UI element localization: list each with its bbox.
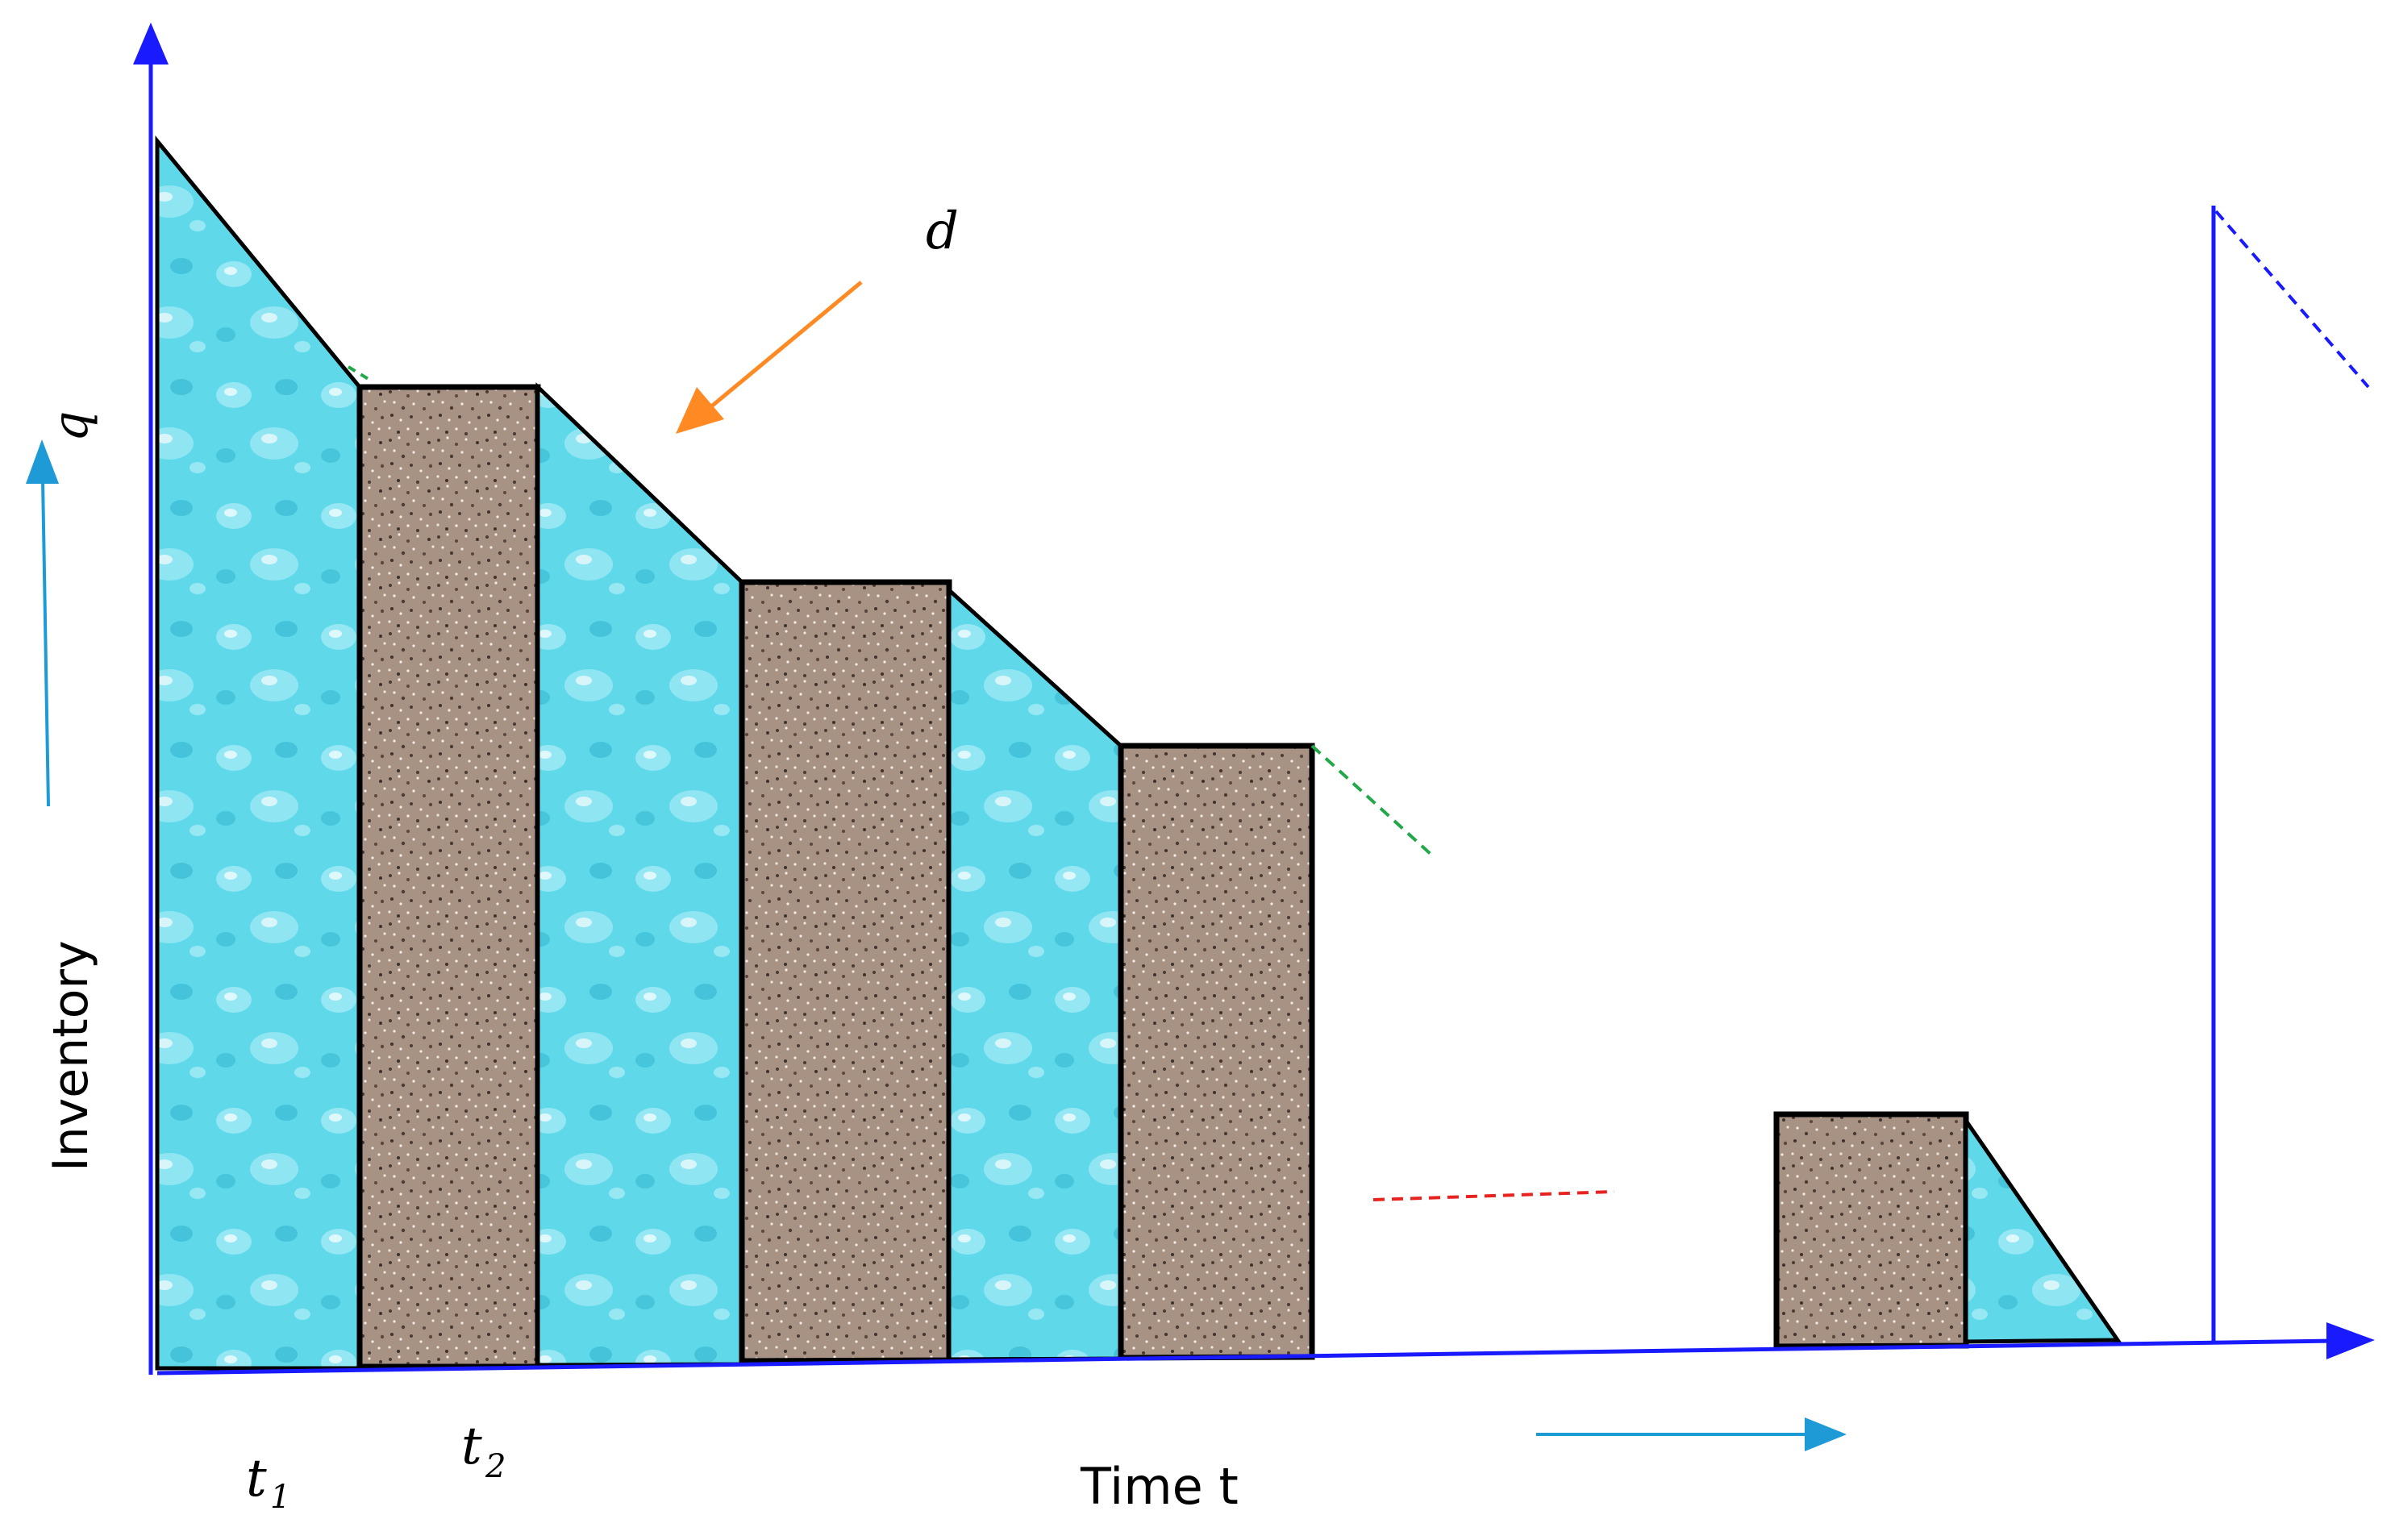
water-region-last	[1964, 1113, 2122, 1344]
t2-label: t 2	[461, 1417, 506, 1485]
svg-text:t: t	[461, 1417, 482, 1476]
red-dashed-line	[1372, 1190, 1615, 1201]
water-region-2	[535, 382, 744, 1367]
t1-label: t 1	[246, 1449, 290, 1516]
sediment-block-1	[356, 384, 541, 1370]
water-region-3	[947, 585, 1123, 1362]
sediment-block-last	[1773, 1111, 1969, 1350]
up-arrow-head	[26, 439, 59, 484]
right-arrow-head	[1805, 1417, 1847, 1451]
green-dashed-line	[1310, 744, 1433, 856]
y-axis-arrowhead	[133, 23, 169, 65]
sediment-block-2	[739, 579, 952, 1364]
green-dashed-line-top	[347, 365, 373, 382]
sediment-block-3	[1118, 743, 1315, 1361]
d-arrow-head	[676, 387, 724, 434]
x-axis-label: Time t	[1080, 1457, 1239, 1516]
x-axis	[156, 1338, 2335, 1376]
y-axis-label: Inventory	[43, 940, 99, 1172]
d-label: d	[926, 202, 959, 261]
blue-dashed-line	[2214, 210, 2370, 389]
svg-text:t: t	[246, 1449, 267, 1509]
svg-text:1: 1	[270, 1479, 290, 1516]
water-region-1	[155, 135, 362, 1371]
x-axis-arrowhead	[2326, 1322, 2375, 1359]
d-arrow-shaft	[704, 281, 863, 413]
q-label: q	[43, 411, 99, 442]
svg-text:2: 2	[485, 1448, 506, 1485]
up-arrow-shaft	[41, 479, 50, 807]
